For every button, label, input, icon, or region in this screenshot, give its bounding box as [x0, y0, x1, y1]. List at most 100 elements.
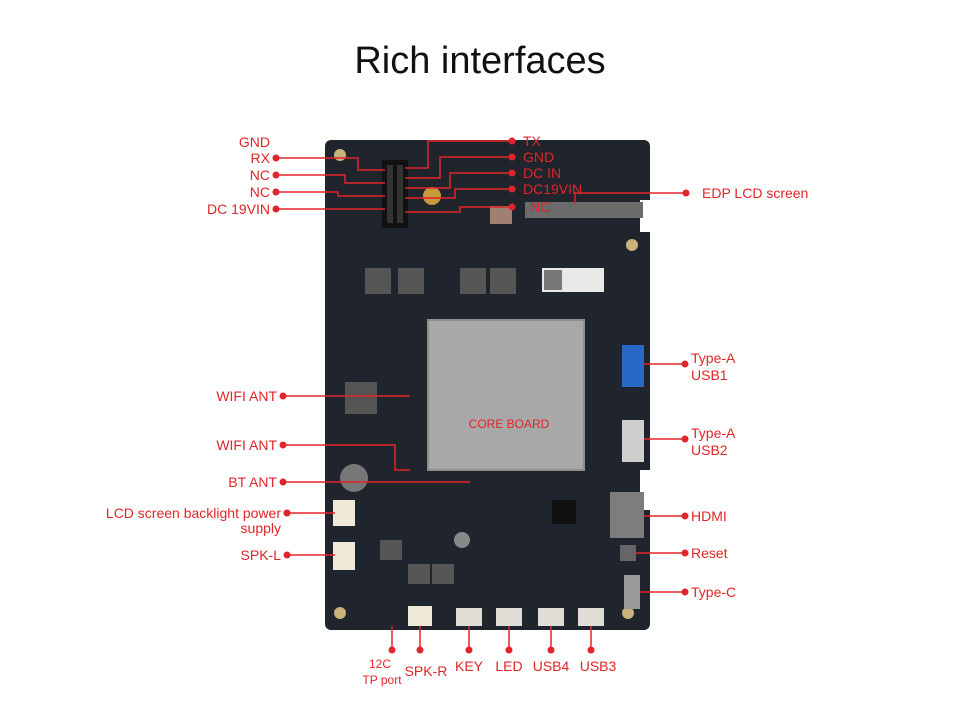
dot	[681, 588, 689, 596]
inductor	[345, 382, 377, 414]
dot	[279, 392, 287, 400]
label-rx: RX	[251, 150, 271, 166]
connector-backlight	[333, 500, 355, 526]
label-nc-2: NC	[250, 184, 270, 200]
leader-nc-right	[405, 206, 512, 213]
dot	[508, 203, 516, 211]
capacitor	[340, 464, 368, 492]
label-nc-1: NC	[250, 167, 270, 183]
leader-dc-in	[405, 172, 512, 189]
mounting-hole	[622, 607, 634, 619]
usb1-port	[622, 345, 644, 387]
dot	[465, 646, 473, 654]
label-usb2-type: Type-A	[691, 425, 736, 441]
label-i2c-1: 12C	[369, 657, 391, 671]
dot	[283, 509, 291, 517]
label-reset: Reset	[691, 545, 728, 561]
mounting-hole	[334, 149, 346, 161]
dot	[682, 189, 690, 197]
debug-connector	[382, 160, 408, 228]
dot	[272, 205, 280, 213]
leader-nc1	[276, 174, 385, 184]
label-type-c: Type-C	[691, 584, 736, 600]
label-nc-right: NC	[530, 199, 550, 215]
dot	[283, 551, 291, 559]
spk-r-connector	[408, 606, 432, 626]
type-c-port	[624, 575, 640, 609]
dot	[681, 512, 689, 520]
usb4-connector	[538, 608, 564, 626]
core-board-heatsink	[427, 319, 585, 471]
label-usb2-name: USB2	[691, 442, 728, 458]
inductor	[490, 268, 516, 294]
leader-tx	[405, 140, 512, 169]
label-core-board: CORE BOARD	[469, 417, 550, 431]
capacitor	[454, 532, 470, 548]
dot	[508, 137, 516, 145]
label-backlight-2: supply	[241, 520, 281, 536]
label-gnd-left: GND	[239, 134, 270, 150]
dot	[587, 646, 595, 654]
dot	[681, 435, 689, 443]
edp-connector	[525, 202, 643, 218]
mounting-hole	[334, 607, 346, 619]
label-usb3: USB3	[580, 658, 617, 674]
label-hdmi: HDMI	[691, 508, 727, 524]
connector-pins	[397, 165, 403, 223]
dot	[416, 646, 424, 654]
labels: GND RX NC NC DC 19VIN TX GND DC IN DC19V…	[106, 133, 808, 687]
leader-dc19vin-right	[405, 188, 512, 199]
inductor	[380, 540, 402, 560]
endpoint-dots	[272, 137, 690, 654]
dot	[505, 646, 513, 654]
led-connector	[496, 608, 522, 626]
label-key: KEY	[455, 658, 484, 674]
dot	[508, 185, 516, 193]
label-led: LED	[495, 658, 522, 674]
label-usb4: USB4	[533, 658, 570, 674]
usb3-connector	[578, 608, 604, 626]
leader-wifi2	[283, 444, 410, 471]
reset-switch	[620, 545, 636, 561]
label-usb1-type: Type-A	[691, 350, 736, 366]
label-bt-ant: BT ANT	[228, 474, 277, 490]
label-dc-in: DC IN	[523, 165, 561, 181]
connector-pins	[387, 165, 393, 223]
label-wifi-ant-1: WIFI ANT	[216, 388, 277, 404]
dot	[681, 360, 689, 368]
leader-lines	[276, 140, 686, 650]
qr-code	[544, 270, 562, 290]
solder-pad	[423, 187, 441, 205]
label-i2c-2: TP port	[362, 673, 402, 687]
label-spk-r: SPK-R	[405, 663, 448, 679]
component	[490, 206, 512, 224]
pcb-board	[325, 140, 652, 630]
chip	[552, 500, 576, 524]
usb2-port	[622, 420, 644, 462]
dot	[279, 478, 287, 486]
dot	[547, 646, 555, 654]
dot	[681, 549, 689, 557]
dot	[272, 171, 280, 179]
label-backlight-1: LCD screen backlight power	[106, 505, 281, 521]
leader-nc2	[276, 191, 385, 197]
label-usb1-name: USB1	[691, 367, 728, 383]
dot	[508, 153, 516, 161]
label-spk-l: SPK-L	[241, 547, 282, 563]
label-dc19vin-right: DC19VIN	[523, 181, 582, 197]
dot	[272, 188, 280, 196]
label-wifi-ant-2: WIFI ANT	[216, 437, 277, 453]
dot	[388, 646, 396, 654]
label-tx: TX	[523, 133, 542, 149]
dot	[272, 154, 280, 162]
inductor	[398, 268, 424, 294]
inductor	[460, 268, 486, 294]
leader-edp	[574, 192, 686, 204]
leader-rx	[276, 157, 385, 171]
leader-gnd-right	[405, 156, 512, 179]
inductor	[365, 268, 391, 294]
inductor	[408, 564, 430, 584]
key-connector	[456, 608, 482, 626]
label-gnd-right: GND	[523, 149, 554, 165]
